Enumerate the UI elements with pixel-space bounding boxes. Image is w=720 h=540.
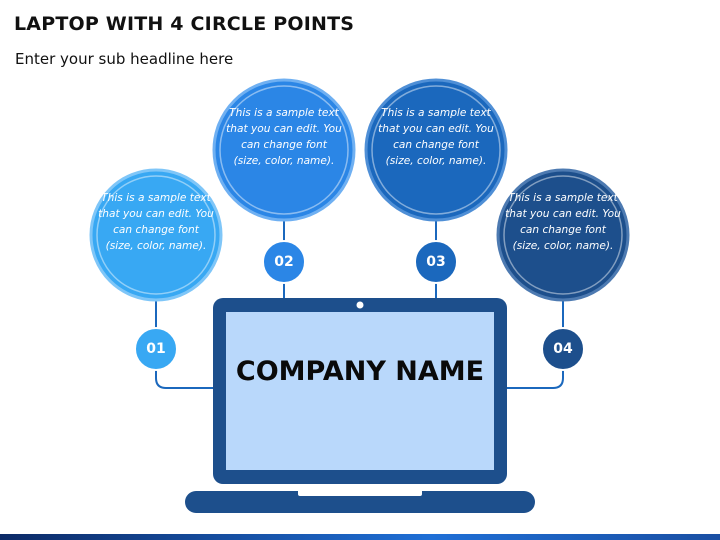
- point-text-03: This is a sample text that you can edit.…: [378, 107, 494, 167]
- badge-number-04: 04: [553, 341, 573, 357]
- connector-lines: [155, 221, 564, 389]
- point-text-04: This is a sample text that you can edit.…: [505, 192, 621, 252]
- laptop-trackpad-notch: [298, 489, 422, 496]
- connector-01: [155, 299, 214, 389]
- point-circle-04: [496, 168, 630, 302]
- laptop-screen: [226, 312, 494, 470]
- badge-number-03: 03: [426, 254, 446, 270]
- bottom-accent-bar: [0, 534, 720, 540]
- badge-number-02: 02: [274, 254, 294, 270]
- badge-01: [134, 327, 178, 371]
- badge-04: [541, 327, 585, 371]
- laptop-icon: [185, 298, 535, 513]
- point-circle-02: [212, 78, 356, 222]
- badge-02: [262, 240, 306, 284]
- page-title: LAPTOP WITH 4 CIRCLE POINTS: [14, 13, 355, 35]
- connector-04: [506, 299, 564, 389]
- badge-number-01: 01: [146, 341, 166, 357]
- point-circle-03: [364, 78, 508, 222]
- laptop-base: [185, 491, 535, 513]
- point-text-02: This is a sample text that you can edit.…: [226, 107, 342, 167]
- point-circle-01: [89, 168, 223, 302]
- point-text-01: This is a sample text that you can edit.…: [98, 192, 214, 252]
- camera-dot-icon: [356, 301, 364, 309]
- page-subtitle: Enter your sub headline here: [15, 50, 234, 68]
- company-name: COMPANY NAME: [235, 356, 485, 387]
- badge-03: [414, 240, 458, 284]
